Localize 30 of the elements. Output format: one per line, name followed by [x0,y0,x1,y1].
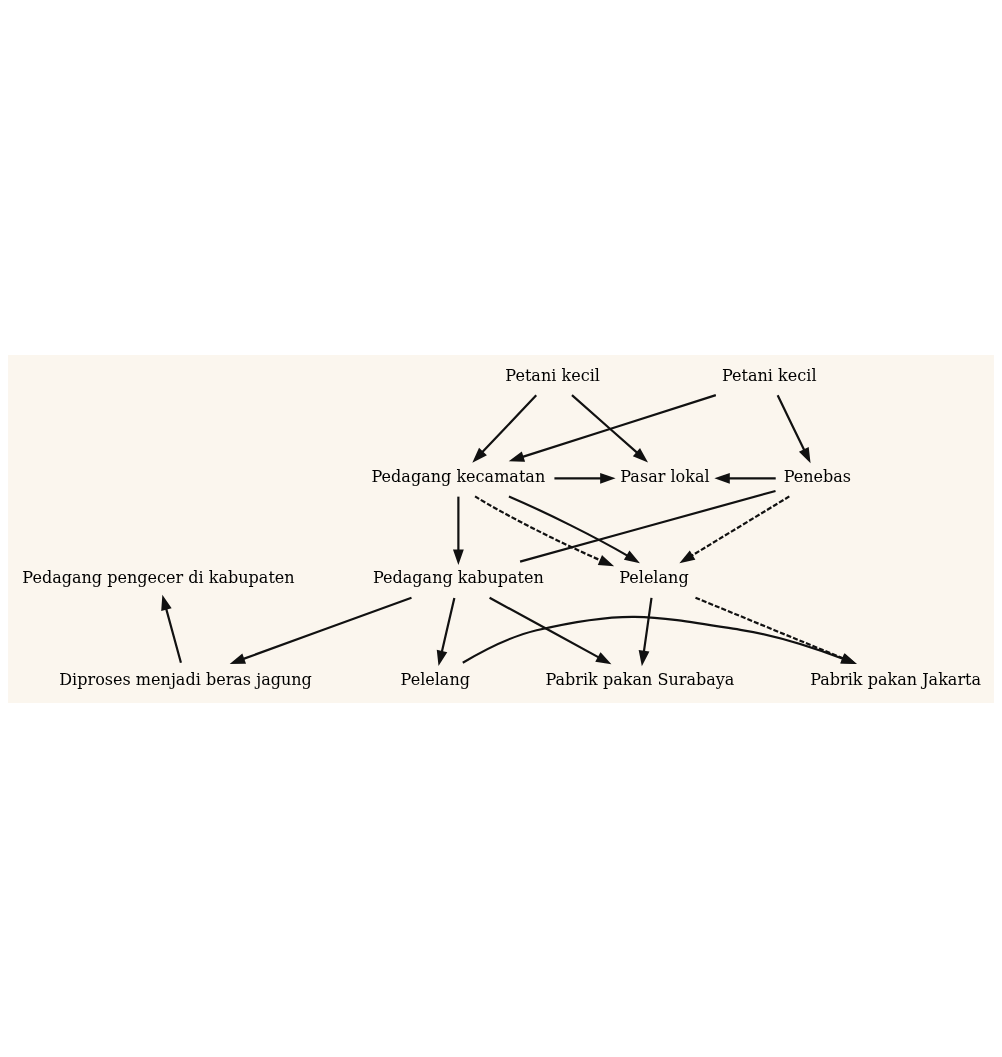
arrow [571,393,649,462]
connector [519,489,776,563]
node-text: Pasar lokal [620,466,710,486]
arrow [452,496,464,565]
node-text: Penebas [783,466,852,486]
node-text: Pabrik pakan Surabaya [545,669,735,689]
arrow [695,596,857,664]
node-text: Pedagang kabupaten [372,567,544,587]
arrow [679,495,790,563]
arrow [638,597,653,666]
node-text: Petani kecil [722,365,817,385]
arrow [489,596,612,664]
node-text: Pedagang pengecer di kabupaten [22,567,295,587]
node-text: Pelelang [619,567,689,587]
node-text: Petani kecil [505,365,600,385]
arrow [161,594,182,663]
node-text: Diproses menjadi beras jagung [59,669,312,689]
arrow [436,597,456,666]
arrow [508,393,717,462]
arrow [714,472,776,484]
arrow [554,472,616,484]
node-text: Pedagang kecamatan [371,466,546,486]
arrow [508,494,640,563]
arrow [474,495,615,566]
node-text: Pelelang [400,669,471,689]
arrow [462,615,857,664]
node-text: Pabrik pakan Jakarta [810,669,982,689]
arrow [776,394,811,463]
arrow [472,394,538,463]
arrow [229,596,412,664]
